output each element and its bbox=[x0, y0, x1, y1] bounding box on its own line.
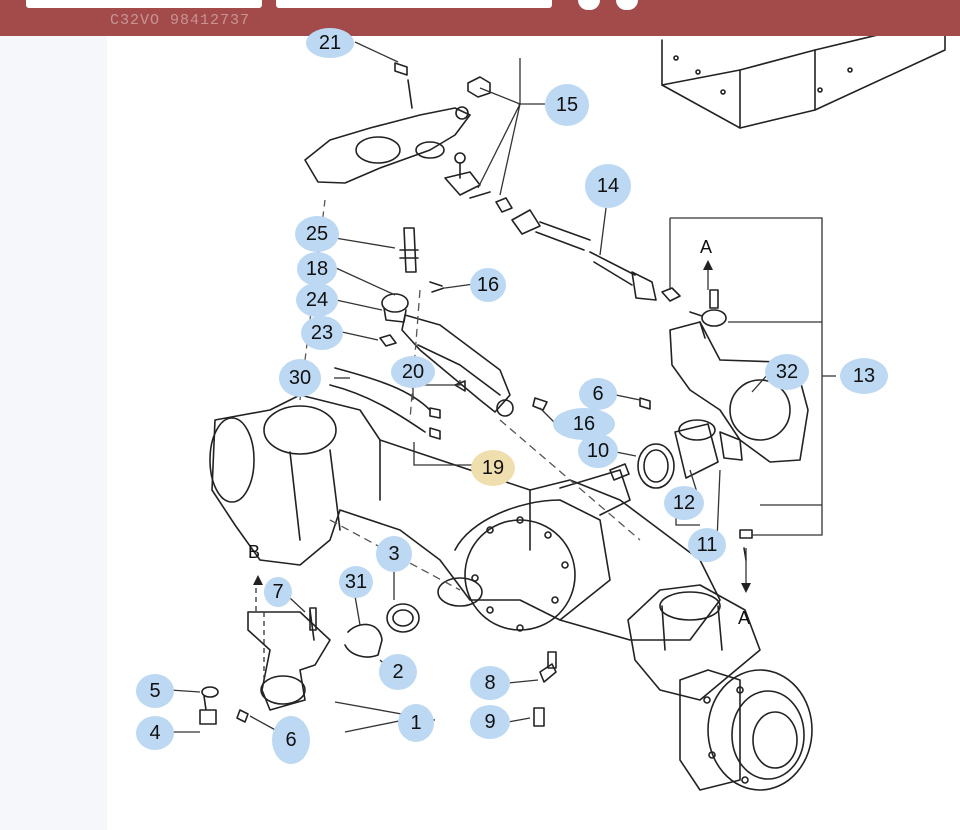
callout-7[interactable]: 7 bbox=[264, 577, 292, 607]
callout-4[interactable]: 4 bbox=[136, 716, 174, 750]
right-hub bbox=[627, 529, 813, 791]
top-banner: C32VO 98412737 bbox=[0, 0, 960, 36]
steering-cylinder bbox=[401, 314, 514, 417]
callout-6-upper[interactable]: 6 bbox=[579, 378, 617, 410]
callout-9[interactable]: 9 bbox=[470, 705, 510, 739]
callout-2[interactable]: 2 bbox=[379, 654, 417, 690]
banner-toggle-icon-2[interactable] bbox=[616, 0, 638, 10]
left-margin-strip bbox=[0, 0, 107, 830]
banner-toggle-icon[interactable] bbox=[578, 0, 600, 10]
marker-b: B bbox=[248, 542, 261, 562]
callout-32[interactable]: 32 bbox=[765, 354, 809, 390]
callout-30[interactable]: 30 bbox=[279, 359, 321, 397]
callout-15[interactable]: 15 bbox=[545, 84, 589, 126]
callout-18[interactable]: 18 bbox=[297, 252, 337, 286]
callout-5[interactable]: 5 bbox=[136, 674, 174, 708]
frame-bracket bbox=[661, 19, 946, 129]
callout-11[interactable]: 11 bbox=[688, 528, 726, 562]
callout-8[interactable]: 8 bbox=[470, 666, 510, 700]
callout-31[interactable]: 31 bbox=[339, 566, 373, 598]
callout-13[interactable]: 13 bbox=[840, 358, 888, 394]
kingpin-set bbox=[379, 227, 445, 347]
callout-23[interactable]: 23 bbox=[301, 316, 343, 350]
drag-link bbox=[511, 209, 681, 302]
callout-19-highlighted[interactable]: 19 bbox=[471, 450, 515, 486]
callout-3[interactable]: 3 bbox=[376, 536, 412, 572]
callout-20[interactable]: 20 bbox=[391, 356, 435, 388]
callout-14[interactable]: 14 bbox=[585, 164, 631, 208]
banner-input-left[interactable] bbox=[26, 0, 262, 8]
callout-25[interactable]: 25 bbox=[295, 216, 339, 252]
callout-1[interactable]: 1 bbox=[398, 704, 434, 742]
callout-10[interactable]: 10 bbox=[578, 434, 618, 468]
banner-input-right[interactable] bbox=[276, 0, 552, 8]
left-knuckle-lower bbox=[199, 603, 557, 727]
bearing-seal-group bbox=[637, 419, 743, 489]
callout-6-lower[interactable]: 6 bbox=[272, 716, 310, 764]
pitman-arm bbox=[304, 62, 471, 184]
callout-21[interactable]: 21 bbox=[306, 28, 354, 58]
arrowheads bbox=[253, 260, 751, 593]
hydraulic-hoses bbox=[329, 367, 548, 440]
callout-24[interactable]: 24 bbox=[296, 283, 338, 317]
banner-ghost-text: C32VO 98412737 bbox=[110, 12, 251, 29]
callout-12[interactable]: 12 bbox=[664, 486, 704, 520]
callout-16-upper[interactable]: 16 bbox=[470, 268, 506, 302]
marker-a-bottom: A bbox=[738, 608, 751, 628]
axle-housing bbox=[209, 394, 721, 641]
marker-a-top: A bbox=[700, 237, 713, 257]
leader-lines bbox=[169, 41, 836, 739]
